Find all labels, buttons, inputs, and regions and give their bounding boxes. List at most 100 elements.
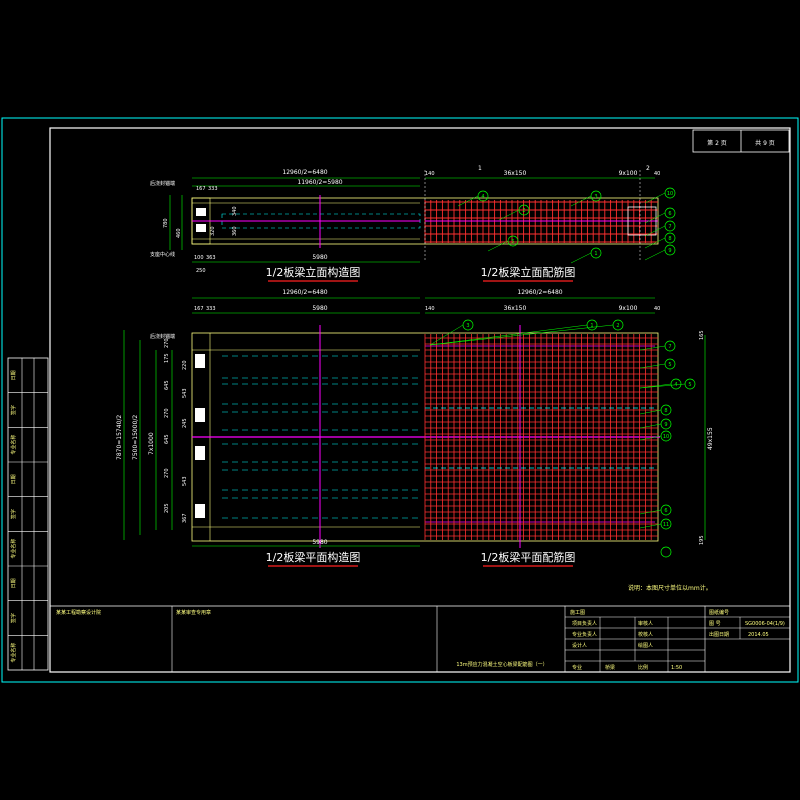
tb-drawing-title: 13m预应力混凝土空心板梁配筋图（一） [456,661,547,668]
elev-section-mark-1: 1 [478,165,482,172]
side-strip-label: 专业名称 [10,539,17,559]
tb-role-label: 设计人 [572,642,587,649]
rebar-tag-number: 8 [664,408,667,414]
rebar-tag-number: 2 [522,208,525,214]
side-strip-label: 签字 [10,509,17,519]
elev-title-left: 1/2板梁立面构造图 [266,265,361,279]
rebar-tag-circle [660,546,672,558]
plan-dim-left-part: 205 [164,503,170,513]
rebar-leader [429,324,464,346]
rebar-leader [639,383,686,389]
rebar-leader [639,363,666,369]
elev-dim-bottom-c: 5980 [312,254,327,261]
rebar-tag-number: 1 [590,323,593,329]
plan-dim-left-small: 220 [182,360,188,370]
tb-code-key: 图 号 [709,621,721,627]
plan-dim-top-right: 12960/2=6480 [517,289,562,296]
elev-dim-36x150: 36x150 [504,170,527,177]
elev-dim-top-left: 12960/2=6480 [282,169,327,176]
tb-stage-label: 施工图 [570,609,585,616]
rebar-tag-number: 5 [688,382,691,388]
plan-dim-140: 140 [425,306,435,312]
tb-company: 某某工程勘察设计院 [56,609,101,616]
plan-dim-9x100: 9x100 [619,305,638,312]
plan-rebar-grid [424,334,658,540]
sheet-note: 说明：本图尺寸单位以mm计。 [628,584,712,592]
rebar-leader [644,249,666,261]
side-strip-label: 日期 [11,370,17,380]
elev-dim-140: 140 [425,171,435,177]
tb-date-key: 出图日期 [709,631,729,638]
plan-dim-left-total: 7870=15740/2 [116,415,123,460]
rebar-leader [570,252,592,264]
elev-dim-seg-b: 333 [208,186,218,192]
tb-check-role-label: 审核人 [638,620,653,627]
elev-dim-h-b: 460 [176,228,182,238]
rebar-tag-number: 8 [668,236,671,242]
inner-frame [49,127,791,673]
rebar-leader [639,409,662,415]
tb-check-role-label: 校核人 [638,631,653,638]
tb-footer-cell: 专业 [572,664,582,671]
plan-void-dashed [222,355,420,519]
plan-dim-left-part: 270 [164,468,170,478]
rebar-tag-number: 9 [664,422,667,428]
plan-dim-left-part: 175 [164,353,170,363]
rebar-tag-number: 3 [466,323,469,329]
tb-date-val: 2014.05 [748,632,769,638]
elev-dim-h-a: 780 [163,218,169,228]
elev-dim-top-inner: 11960/2=5980 [297,179,342,186]
plan-dim-left-part: 645 [164,380,170,390]
side-strip-label: 签字 [10,405,17,415]
rebar-leader [570,195,592,207]
rebar-leader [644,225,666,237]
plan-dim-left-part: 270 [164,338,170,348]
plan-dim-seg-a: 167 [194,306,204,312]
elev-dim-seg-a: 167 [196,186,206,192]
elev-dim-bottom-b: 363 [206,255,216,261]
plan-dim-seg-b: 333 [206,306,216,312]
elev-dim-h-c: 320 [210,226,216,236]
rebar-tag-number: 3 [594,194,597,200]
rebar-tag-number: 5 [668,362,671,368]
elev-dim-h-e: 340 [232,206,238,216]
rebar-leader [429,324,614,346]
plan-title-right: 1/2板梁平面配筋图 [481,550,576,564]
side-strip-label: 专业名称 [10,643,17,663]
plan-dim-left-small: 245 [182,418,188,428]
rebar-leader [639,509,662,515]
rebar-tag-number: 11 [663,522,669,528]
tb-approval: 某某审查专用章 [176,609,211,616]
elev-section-mark-2: 2 [646,165,650,172]
plan-dim-36x150: 36x150 [504,305,527,312]
rebar-tag-number: 9 [668,248,671,254]
rebar-tag-number: 5 [511,239,514,245]
elev-label-top: 后浇封锚端 [150,180,175,187]
rebar-leader [498,209,520,221]
total-label: 共 9 页 [755,139,775,147]
rebar-leader [644,212,666,224]
title-block: 某某工程勘察设计院 某某审查专用章 13m预应力混凝土空心板梁配筋图（一） 施工… [50,605,790,672]
rebar-tag-number: 1 [594,251,597,257]
rebar-tag-number: 10 [663,434,669,440]
elev-dim-9x100: 9x100 [619,170,638,177]
rebar-leader [644,192,666,204]
page-label: 第 2 页 [707,139,727,147]
plan-label-top: 后浇封锚端 [150,333,175,340]
plan-dim-left-part: 645 [164,434,170,444]
elevation-view: 12960/2=6480 11960/2=5980 167 333 140 36… [150,165,676,282]
elev-dim-bottom-d: 250 [196,268,206,274]
rebar-leader [639,435,662,441]
tb-footer-cell: 桥梁 [605,664,615,671]
tb-role-label: 项目负责人 [572,620,597,627]
plan-dim-left-small: 367 [182,513,188,523]
plan-dim-left-small: 543 [182,388,188,398]
rebar-leader [487,240,509,252]
plan-dim-left-inner: 7x1000 [148,432,155,455]
rebar-tag-number: 4 [481,194,484,200]
rebar-leader [429,324,588,346]
rebar-leader [639,423,662,429]
tb-code-head: 图纸编号 [709,609,729,616]
plan-dim-top-left: 12960/2=6480 [282,289,327,296]
